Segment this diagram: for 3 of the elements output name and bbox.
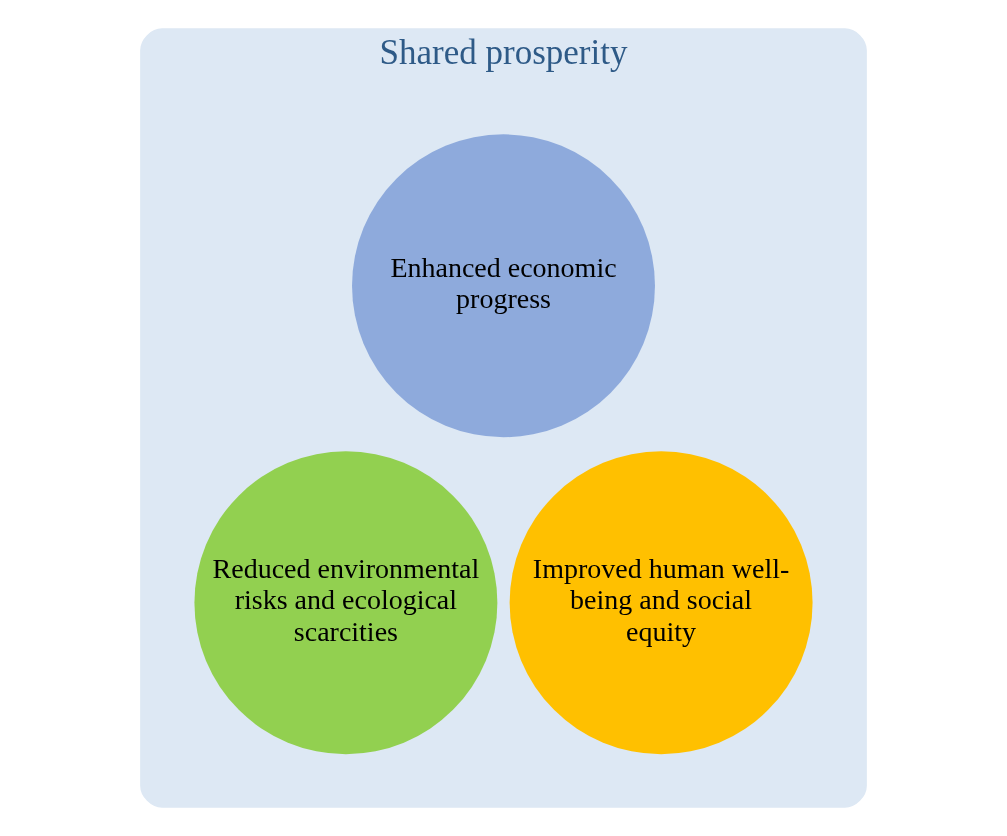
node-circle: Reduced environmental risks and ecological scarcities (194, 451, 498, 755)
node-circle: Improved human well-being and social equity (509, 451, 813, 755)
node-circle: Enhanced economic progress (352, 134, 655, 438)
